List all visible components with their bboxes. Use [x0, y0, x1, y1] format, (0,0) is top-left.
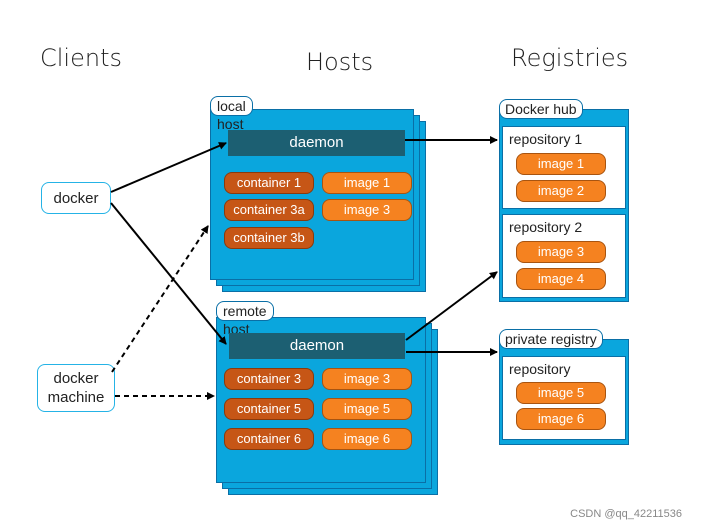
- remote-image-3: image 3: [322, 368, 412, 390]
- docker-machine-client[interactable]: docker machine: [37, 364, 115, 412]
- private-registry-label: private registry: [499, 329, 603, 349]
- docker-client-label: docker: [53, 189, 99, 207]
- arrow-docker-to-local-daemon: [110, 142, 227, 193]
- hub-image-2: image 2: [516, 180, 606, 202]
- arrow-remote-daemon-to-repo-2: [405, 271, 498, 341]
- watermark: CSDN @qq_42211536: [570, 508, 682, 520]
- local-image-1: image 1: [322, 172, 412, 194]
- remote-image-5: image 5: [322, 398, 412, 420]
- local-daemon: daemon: [228, 130, 405, 156]
- arrow-machine-to-local-host: [111, 225, 209, 373]
- hosts-title: Hosts: [306, 48, 374, 76]
- container-6: container 6: [224, 428, 314, 450]
- docker-machine-label-line2: machine: [47, 389, 105, 406]
- docker-hub-label: Docker hub: [499, 99, 583, 119]
- container-3b: container 3b: [224, 227, 314, 249]
- clients-title: Clients: [40, 44, 122, 72]
- private-image-5: image 5: [516, 382, 606, 404]
- hub-image-4: image 4: [516, 268, 606, 290]
- hub-image-1: image 1: [516, 153, 606, 175]
- remote-daemon: daemon: [229, 333, 405, 359]
- private-image-6: image 6: [516, 408, 606, 430]
- docker-client[interactable]: docker: [41, 182, 111, 214]
- local-host-label: local host: [210, 96, 253, 132]
- repository-2-title: repository 2: [509, 219, 583, 235]
- hub-image-3: image 3: [516, 241, 606, 263]
- container-3a: container 3a: [224, 199, 314, 221]
- local-image-3: image 3: [322, 199, 412, 221]
- private-repository-title: repository: [509, 361, 571, 377]
- container-5: container 5: [224, 398, 314, 420]
- repository-1-title: repository 1: [509, 131, 583, 147]
- remote-image-6: image 6: [322, 428, 412, 450]
- arrow-docker-to-remote-daemon: [110, 202, 227, 345]
- docker-machine-label-line1: docker: [53, 370, 99, 387]
- registries-title: Registries: [511, 44, 629, 72]
- container-1: container 1: [224, 172, 314, 194]
- container-3: container 3: [224, 368, 314, 390]
